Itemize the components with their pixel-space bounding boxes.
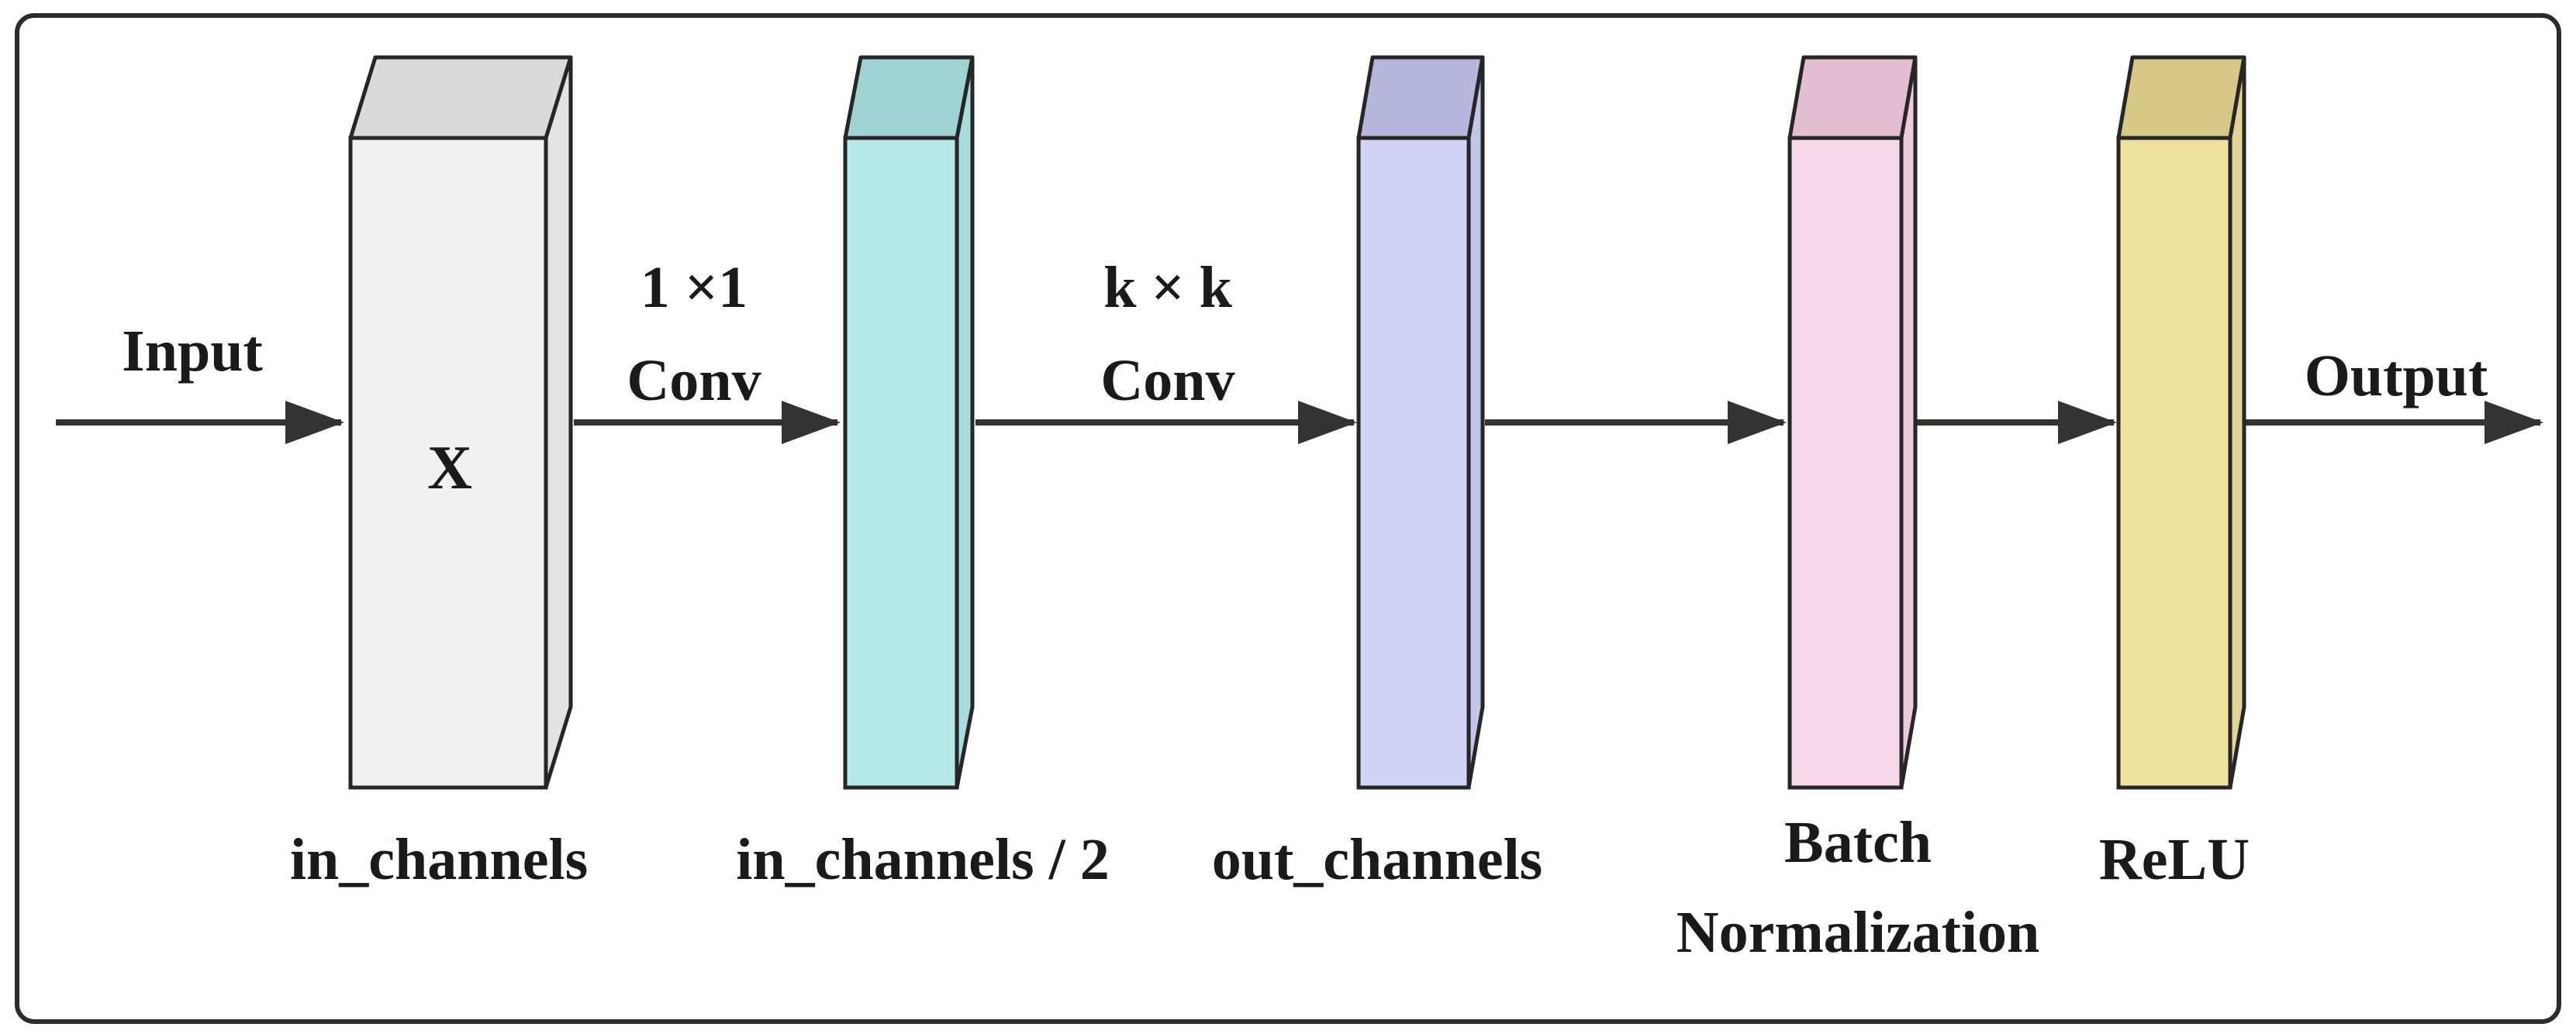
caption-input-tensor: in_channels — [290, 827, 588, 892]
conv1x1-op-label: Conv — [627, 348, 761, 413]
block-input-tensor — [348, 55, 573, 790]
caption-conv-output-tensor: out_channels — [1212, 827, 1543, 892]
block-conv-output-tensor — [1356, 55, 1485, 790]
convkxk-size-label: k × k — [1103, 255, 1233, 320]
input-label: Input — [122, 319, 263, 384]
output-label: Output — [2305, 343, 2488, 408]
block-relu — [2116, 55, 2246, 790]
convkxk-op-label: Conv — [1100, 348, 1234, 413]
x-symbol-label: X — [427, 434, 472, 502]
block-reduced-tensor — [843, 55, 975, 790]
block-batch-norm — [1787, 55, 1918, 790]
conv1x1-size-label: 1 ×1 — [641, 255, 748, 320]
caption-batch-norm-line1: Batch — [1784, 810, 1932, 875]
caption-batch-norm-line2: Normalization — [1676, 900, 2040, 965]
diagram-frame — [15, 13, 2561, 1024]
caption-reduced-tensor: in_channels / 2 — [736, 827, 1109, 892]
caption-relu: ReLU — [2099, 827, 2250, 892]
